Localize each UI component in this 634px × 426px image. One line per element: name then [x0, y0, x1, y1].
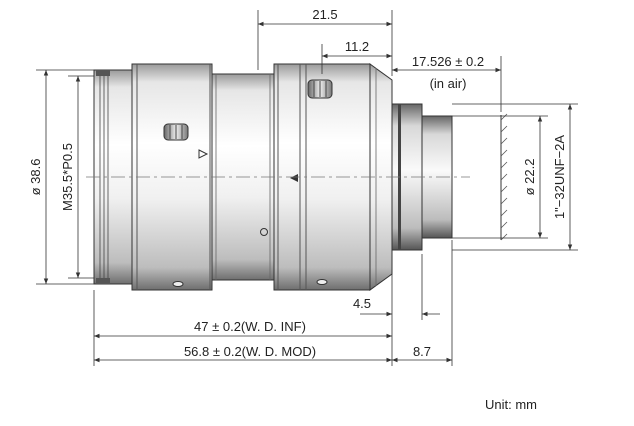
front-screw: [172, 281, 184, 287]
dim-4-5-label: 4.5: [353, 296, 371, 311]
iris-lock-knob: [163, 123, 189, 141]
focus-lock-knob: [307, 79, 333, 99]
rear-screw: [316, 279, 328, 285]
dim-thread-label: M35.5*P0.5: [60, 143, 75, 211]
dim-flange-back-note: (in air): [430, 76, 467, 91]
focus-index-mark: [290, 174, 298, 182]
unit-label: Unit: mm: [485, 397, 537, 412]
dim-flange-back-label: 17.526 ± 0.2: [412, 54, 484, 69]
dim-47-label: 47 ± 0.2(W. D. INF): [194, 319, 306, 334]
front-knurl-marks: [96, 70, 110, 284]
image-plane: [500, 113, 508, 241]
iris-index-mark: [198, 149, 209, 159]
dim-21-5-label: 21.5: [312, 7, 337, 22]
iris-dot: [260, 228, 268, 236]
dim-mount-diameter-label: ø 22.2: [522, 159, 537, 196]
dim-mount-thread-label: 1"−32UNF−2A: [552, 135, 567, 219]
dimension-lines: [36, 10, 578, 366]
dim-56-8-label: 56.8 ± 0.2(W. D. MOD): [184, 344, 316, 359]
dim-outer-diameter-label: ø 38.6: [28, 159, 43, 196]
dim-11-2-label: 11.2: [345, 39, 369, 54]
dim-8-7-label: 8.7: [413, 344, 431, 359]
